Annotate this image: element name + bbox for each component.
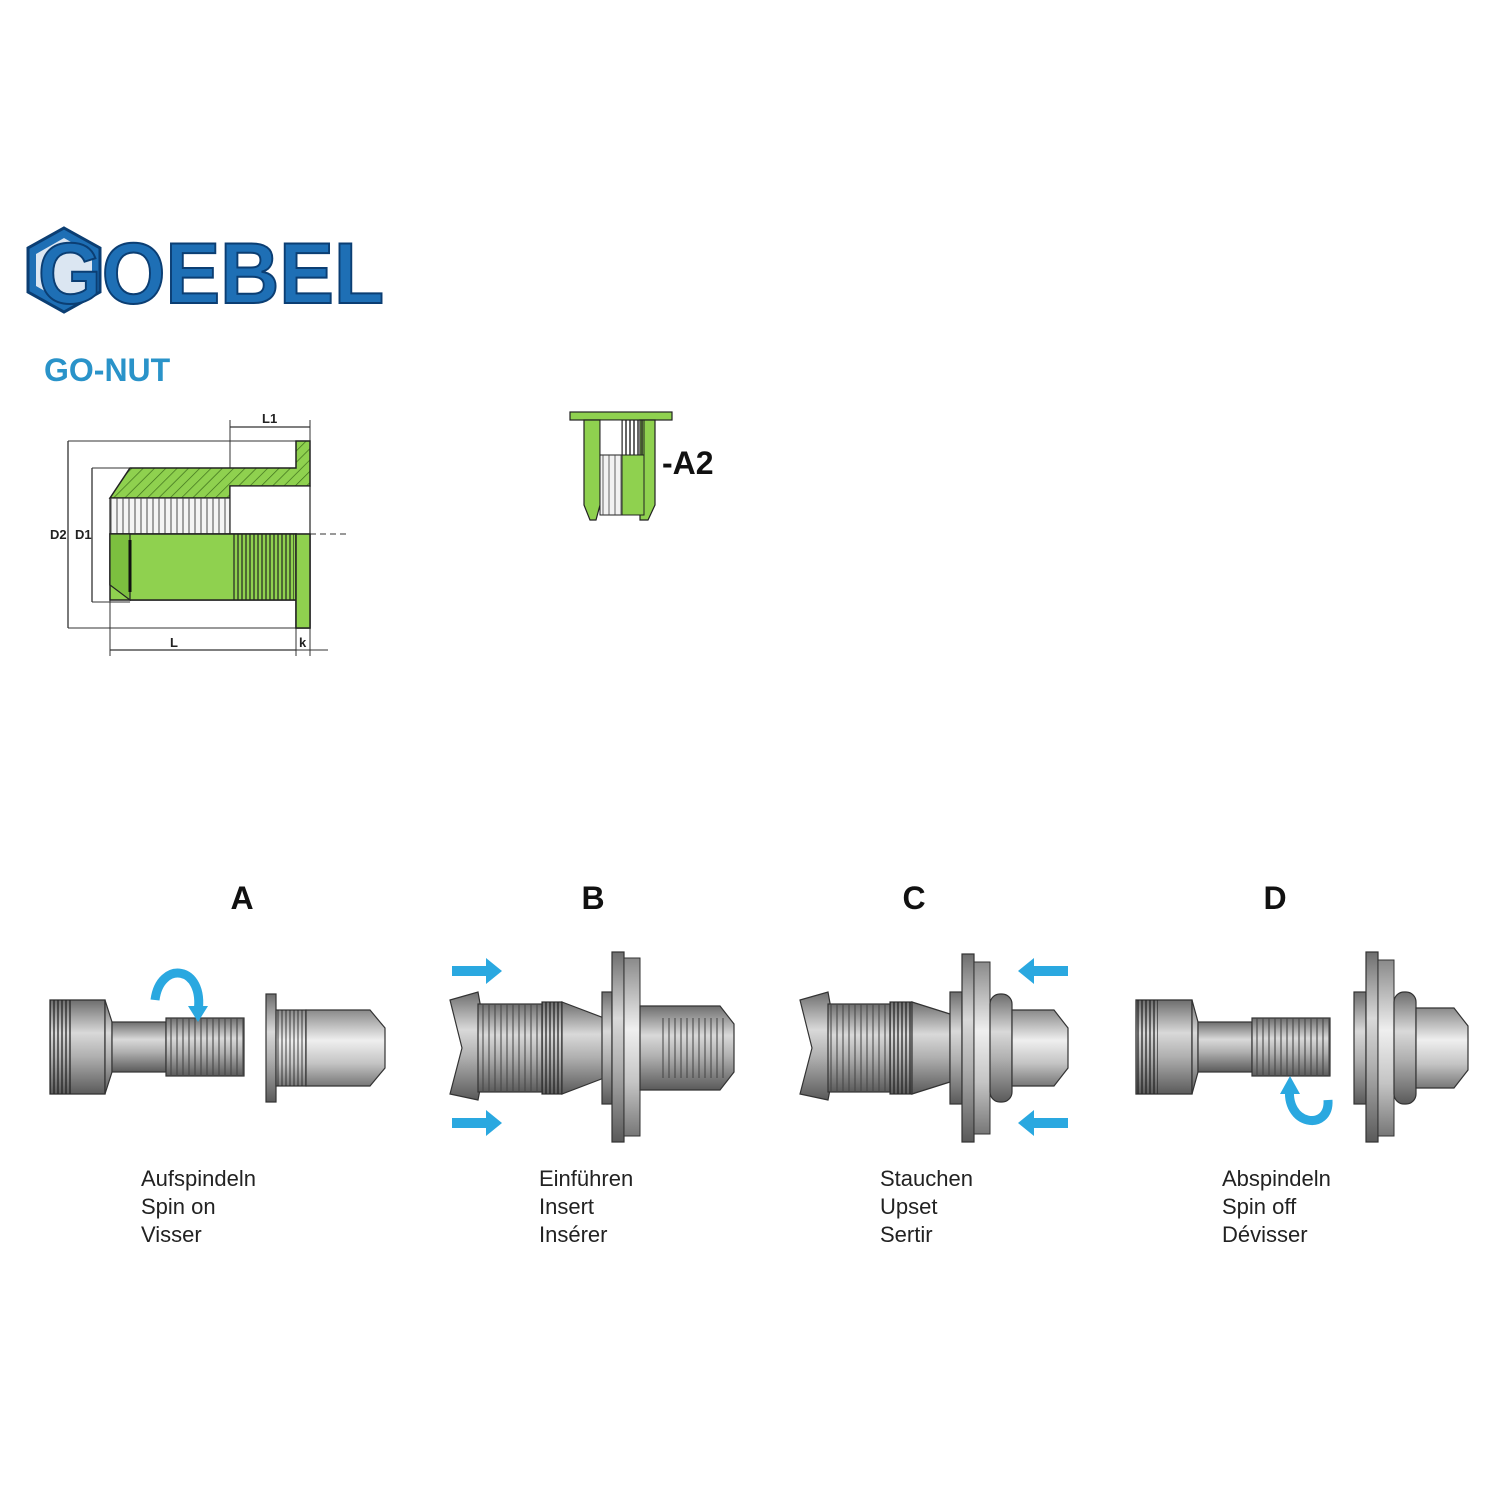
push-left-arrows-icon — [1018, 958, 1068, 1136]
step-b-illustration — [449, 951, 735, 1143]
caption-line: Einführen — [539, 1166, 633, 1191]
dim-l1-label: L1 — [262, 411, 277, 426]
goebel-logo: GOEBEL — [26, 225, 385, 323]
variant-label: -A2 — [662, 445, 714, 481]
product-title: GO-NUT — [44, 352, 171, 388]
dim-k-label: k — [299, 635, 307, 650]
step-d-caption: Abspindeln Spin off Dévisser — [1222, 1166, 1331, 1247]
caption-line: Aufspindeln — [141, 1166, 256, 1191]
step-b-caption: Einführen Insert Insérer — [539, 1166, 633, 1247]
rotate-arrow-icon — [150, 968, 204, 1013]
caption-line: Insert — [539, 1194, 594, 1219]
step-c-illustration — [799, 953, 1069, 1143]
logo-text: GOEBEL — [38, 226, 384, 322]
dim-d1-label: D1 — [75, 527, 92, 542]
push-right-arrows-icon — [452, 958, 502, 1136]
caption-line: Spin on — [141, 1194, 216, 1219]
variant-a2-icon — [569, 411, 673, 521]
step-a-letter: A — [230, 880, 253, 916]
dim-d2-label: D2 — [50, 527, 67, 542]
caption-line: Stauchen — [880, 1166, 973, 1191]
caption-line: Sertir — [880, 1222, 933, 1247]
technical-drawing: L1 D2 D1 L k — [50, 411, 350, 656]
caption-line: Spin off — [1222, 1194, 1297, 1219]
dim-l-label: L — [170, 635, 178, 650]
caption-line: Abspindeln — [1222, 1166, 1331, 1191]
caption-line: Insérer — [539, 1222, 607, 1247]
step-c-caption: Stauchen Upset Sertir — [880, 1166, 973, 1247]
caption-line: Dévisser — [1222, 1222, 1308, 1247]
step-d-letter: D — [1263, 880, 1286, 916]
step-a-illustration — [49, 968, 386, 1103]
step-d-illustration — [1135, 951, 1469, 1143]
rotate-back-arrow-icon — [1285, 1085, 1333, 1125]
step-a-caption: Aufspindeln Spin on Visser — [141, 1166, 256, 1247]
step-b-letter: B — [581, 880, 604, 916]
caption-line: Upset — [880, 1194, 937, 1219]
step-c-letter: C — [902, 880, 925, 916]
caption-line: Visser — [141, 1222, 202, 1247]
